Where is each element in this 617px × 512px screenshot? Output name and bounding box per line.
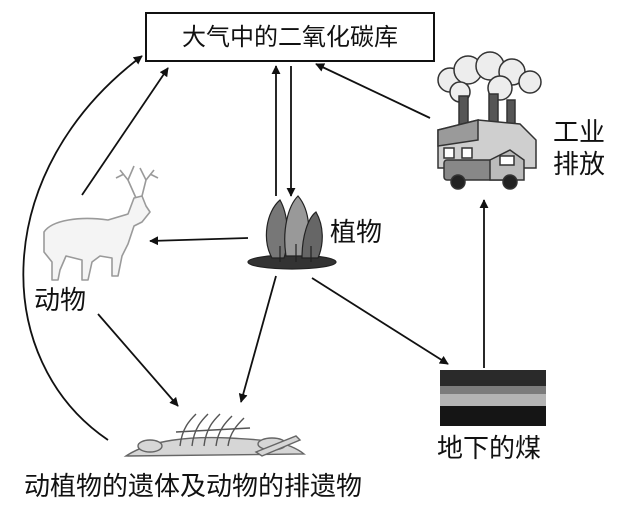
arrow-plants-to-animals [149, 236, 249, 246]
atmosphere-co2-box: 大气中的二氧化碳库 [145, 12, 435, 62]
industry-label-line1: 工业 [553, 118, 606, 148]
arrow-animals-to-remains [97, 313, 179, 407]
arrow-remains-to-atmosphere [22, 55, 143, 441]
arrow-plants-to-remains [238, 275, 277, 403]
coal-label: 地下的煤 [437, 434, 542, 464]
arrow-plants-to-coal [311, 277, 449, 365]
coal-layers-icon [440, 370, 546, 426]
trees-icon [247, 195, 337, 270]
factory-with-truck-icon [437, 51, 542, 190]
plants-label: 植物 [330, 218, 383, 248]
bones-remains-icon [123, 413, 307, 457]
deer-icon [43, 165, 159, 281]
industry-label-line2: 排放 [553, 150, 606, 180]
arrow-animals-to-atmosphere [81, 67, 169, 196]
remains-label: 动植物的遗体及动物的排遗物 [24, 472, 363, 502]
animals-label: 动物 [34, 286, 87, 316]
arrow-industry-to-atmosphere [315, 63, 431, 119]
